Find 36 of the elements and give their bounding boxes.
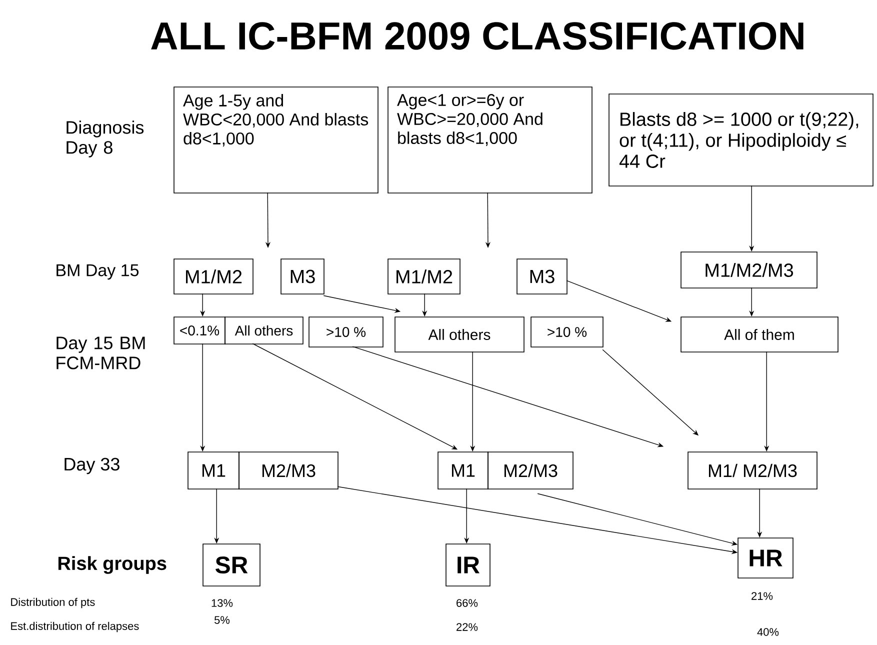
risk-group-box: IR <box>446 544 490 586</box>
result-box: All others <box>224 316 304 344</box>
result-box: M1 <box>188 452 240 490</box>
percentage-value: 22% <box>456 623 478 631</box>
result-box: M3 <box>280 258 324 294</box>
condition-box: Blasts d8 >= 1000 or t(9;22), or t(4;11), or Hipodiploidy ≤ 44 Cr <box>608 94 874 186</box>
percentage-value: 40% <box>757 628 779 636</box>
row-label: Est.distribution of relapses <box>11 622 139 632</box>
result-box: >10 % <box>530 316 604 348</box>
result-box: All others <box>394 316 524 352</box>
risk-group-box: HR <box>738 538 794 578</box>
condition-box: Age<1 or>=6y or WBC>=20,000 And blasts d8<1,000 <box>388 86 592 194</box>
row-label: Diagnosis Day 8 <box>66 120 144 158</box>
row-label: Distribution of pts <box>11 598 95 608</box>
result-box: <0.1% <box>174 316 226 344</box>
result-box: M1/ M2/M3 <box>688 452 818 490</box>
row-label: BM Day 15 <box>56 264 139 280</box>
percentage-value: 13% <box>212 599 233 607</box>
result-box: >10 % <box>308 316 384 348</box>
result-box: M1/M2/M3 <box>680 252 818 288</box>
title: ALL IC-BFM 2009 CLASSIFICATION <box>151 22 804 50</box>
row-label: Day 33 <box>64 458 120 474</box>
result-box: M3 <box>516 258 568 294</box>
percentage-value: 21% <box>752 592 773 600</box>
risk-group-box: SR <box>202 544 260 586</box>
condition-box: Age 1-5y and WBC<20,000 And blasts d8<1,000 <box>174 86 378 194</box>
result-box: M1/M2 <box>174 258 254 294</box>
result-box: All of them <box>680 316 838 352</box>
result-box: M2/M3 <box>488 452 574 490</box>
percentage-value: 66% <box>456 599 478 607</box>
row-label: Day 15 BM FCM-MRD <box>56 336 145 370</box>
result-box: M1 <box>438 452 488 490</box>
percentage-value: 5% <box>214 616 230 624</box>
result-box: M2/M3 <box>238 452 338 490</box>
row-label: Risk groups <box>58 556 166 574</box>
result-box: M1/M2 <box>388 258 460 294</box>
